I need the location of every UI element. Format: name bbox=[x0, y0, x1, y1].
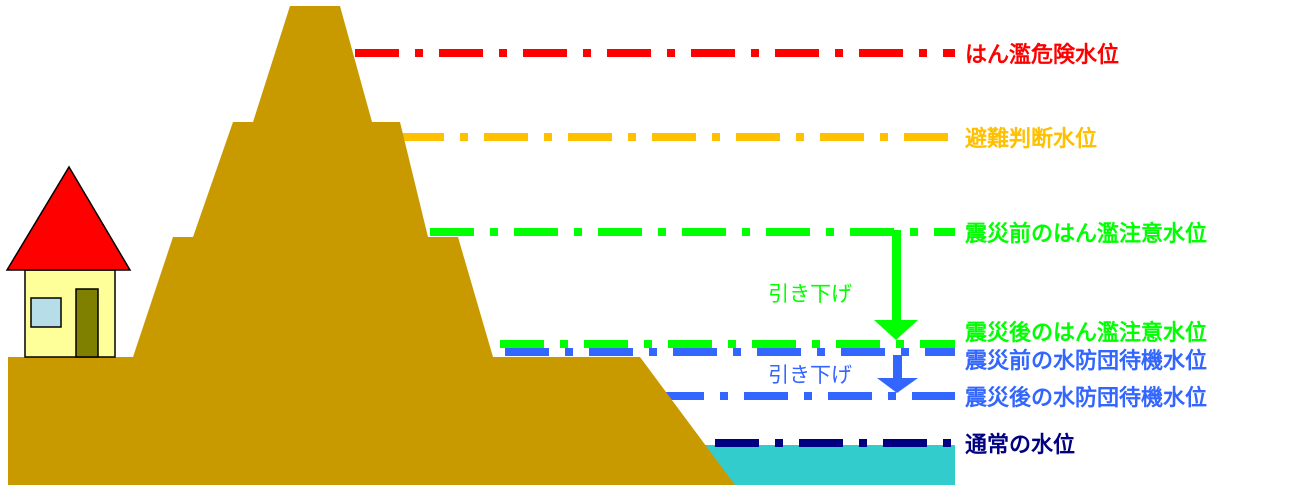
label-flood-warning-after: 震災後のはん濫注意水位 bbox=[965, 320, 1207, 346]
green-lowering-arrow bbox=[874, 230, 918, 340]
house-door bbox=[76, 289, 98, 357]
blue-lowering-arrow bbox=[877, 355, 918, 393]
green-arrow-label: 引き下げ bbox=[768, 282, 852, 306]
house bbox=[7, 167, 130, 357]
label-evacuation: 避難判断水位 bbox=[965, 126, 1097, 152]
blue-arrow-label: 引き下げ bbox=[768, 363, 852, 387]
label-flood-warning-before: 震災前のはん濫注意水位 bbox=[965, 221, 1207, 247]
label-standby-after: 震災後の水防団待機水位 bbox=[965, 385, 1207, 411]
green-arrow-head bbox=[874, 320, 918, 340]
embankment bbox=[8, 6, 735, 485]
house-window bbox=[31, 298, 61, 327]
blue-arrow-head bbox=[877, 378, 918, 393]
label-flood-danger: はん濫危険水位 bbox=[965, 42, 1119, 68]
blue-arrow-shaft bbox=[893, 355, 902, 378]
label-normal: 通常の水位 bbox=[965, 432, 1075, 458]
label-standby-before: 震災前の水防団待機水位 bbox=[965, 348, 1207, 374]
house-roof bbox=[7, 167, 130, 270]
river-water bbox=[700, 445, 955, 485]
green-arrow-shaft bbox=[892, 230, 901, 320]
